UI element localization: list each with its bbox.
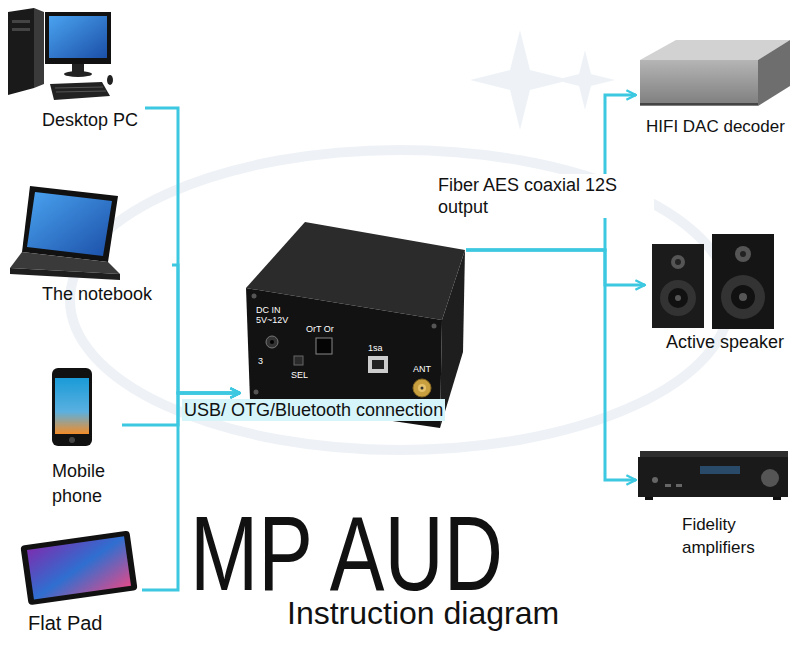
- speaker-icon: [652, 234, 774, 329]
- panel-label: 1sa: [368, 343, 383, 354]
- phone-icon: [52, 368, 92, 446]
- device-node-left: Desktop PC: [5, 3, 145, 134]
- dac-icon: [640, 40, 790, 106]
- device-label: Fidelity amplifiers: [682, 514, 777, 560]
- connector-arrow: [145, 108, 240, 393]
- device-node-left: Mobile phone: [48, 366, 122, 511]
- device-label: Flat Pad: [28, 611, 102, 635]
- connection-label: Fiber AES coaxial 12S output: [436, 174, 654, 218]
- desktop-pc-icon: [8, 8, 113, 100]
- connection-label: USB/ OTG/Bluetooth connection: [182, 399, 445, 421]
- amplifier-icon: [638, 451, 788, 500]
- device-node-left: Flat Pad: [18, 528, 142, 637]
- device-node-right: Fidelity amplifiers: [636, 448, 796, 562]
- panel-label: 3: [258, 356, 263, 367]
- connector-arrow: [466, 95, 636, 250]
- panel-label: DC IN 5V~12V: [256, 306, 292, 326]
- tablet-icon: [20, 530, 137, 605]
- device-node-right: Active speaker: [645, 230, 800, 356]
- device-label: The notebook: [42, 284, 152, 306]
- device-node-right: HIFI DAC decoder: [636, 38, 804, 139]
- notebook-icon: [10, 186, 120, 280]
- caption: Instruction diagram: [287, 594, 559, 632]
- title: MP AUD: [190, 500, 503, 607]
- device-node-left: The notebook: [5, 183, 172, 308]
- device-label: Desktop PC: [42, 110, 138, 132]
- panel-label: SEL: [291, 370, 308, 381]
- watermark-stars: [470, 30, 615, 130]
- connector-arrow: [466, 250, 636, 480]
- connector-arrow: [466, 250, 645, 285]
- connector-arrow: [172, 265, 240, 393]
- device-label: Mobile phone: [52, 459, 120, 509]
- device-label: HIFI DAC decoder: [646, 117, 785, 137]
- panel-label: ANT: [413, 364, 431, 375]
- watermark: [70, 150, 730, 450]
- audio-interface-device: [246, 222, 465, 428]
- device-label: Active speaker: [666, 332, 784, 354]
- panel-label: OrT Or: [306, 324, 334, 335]
